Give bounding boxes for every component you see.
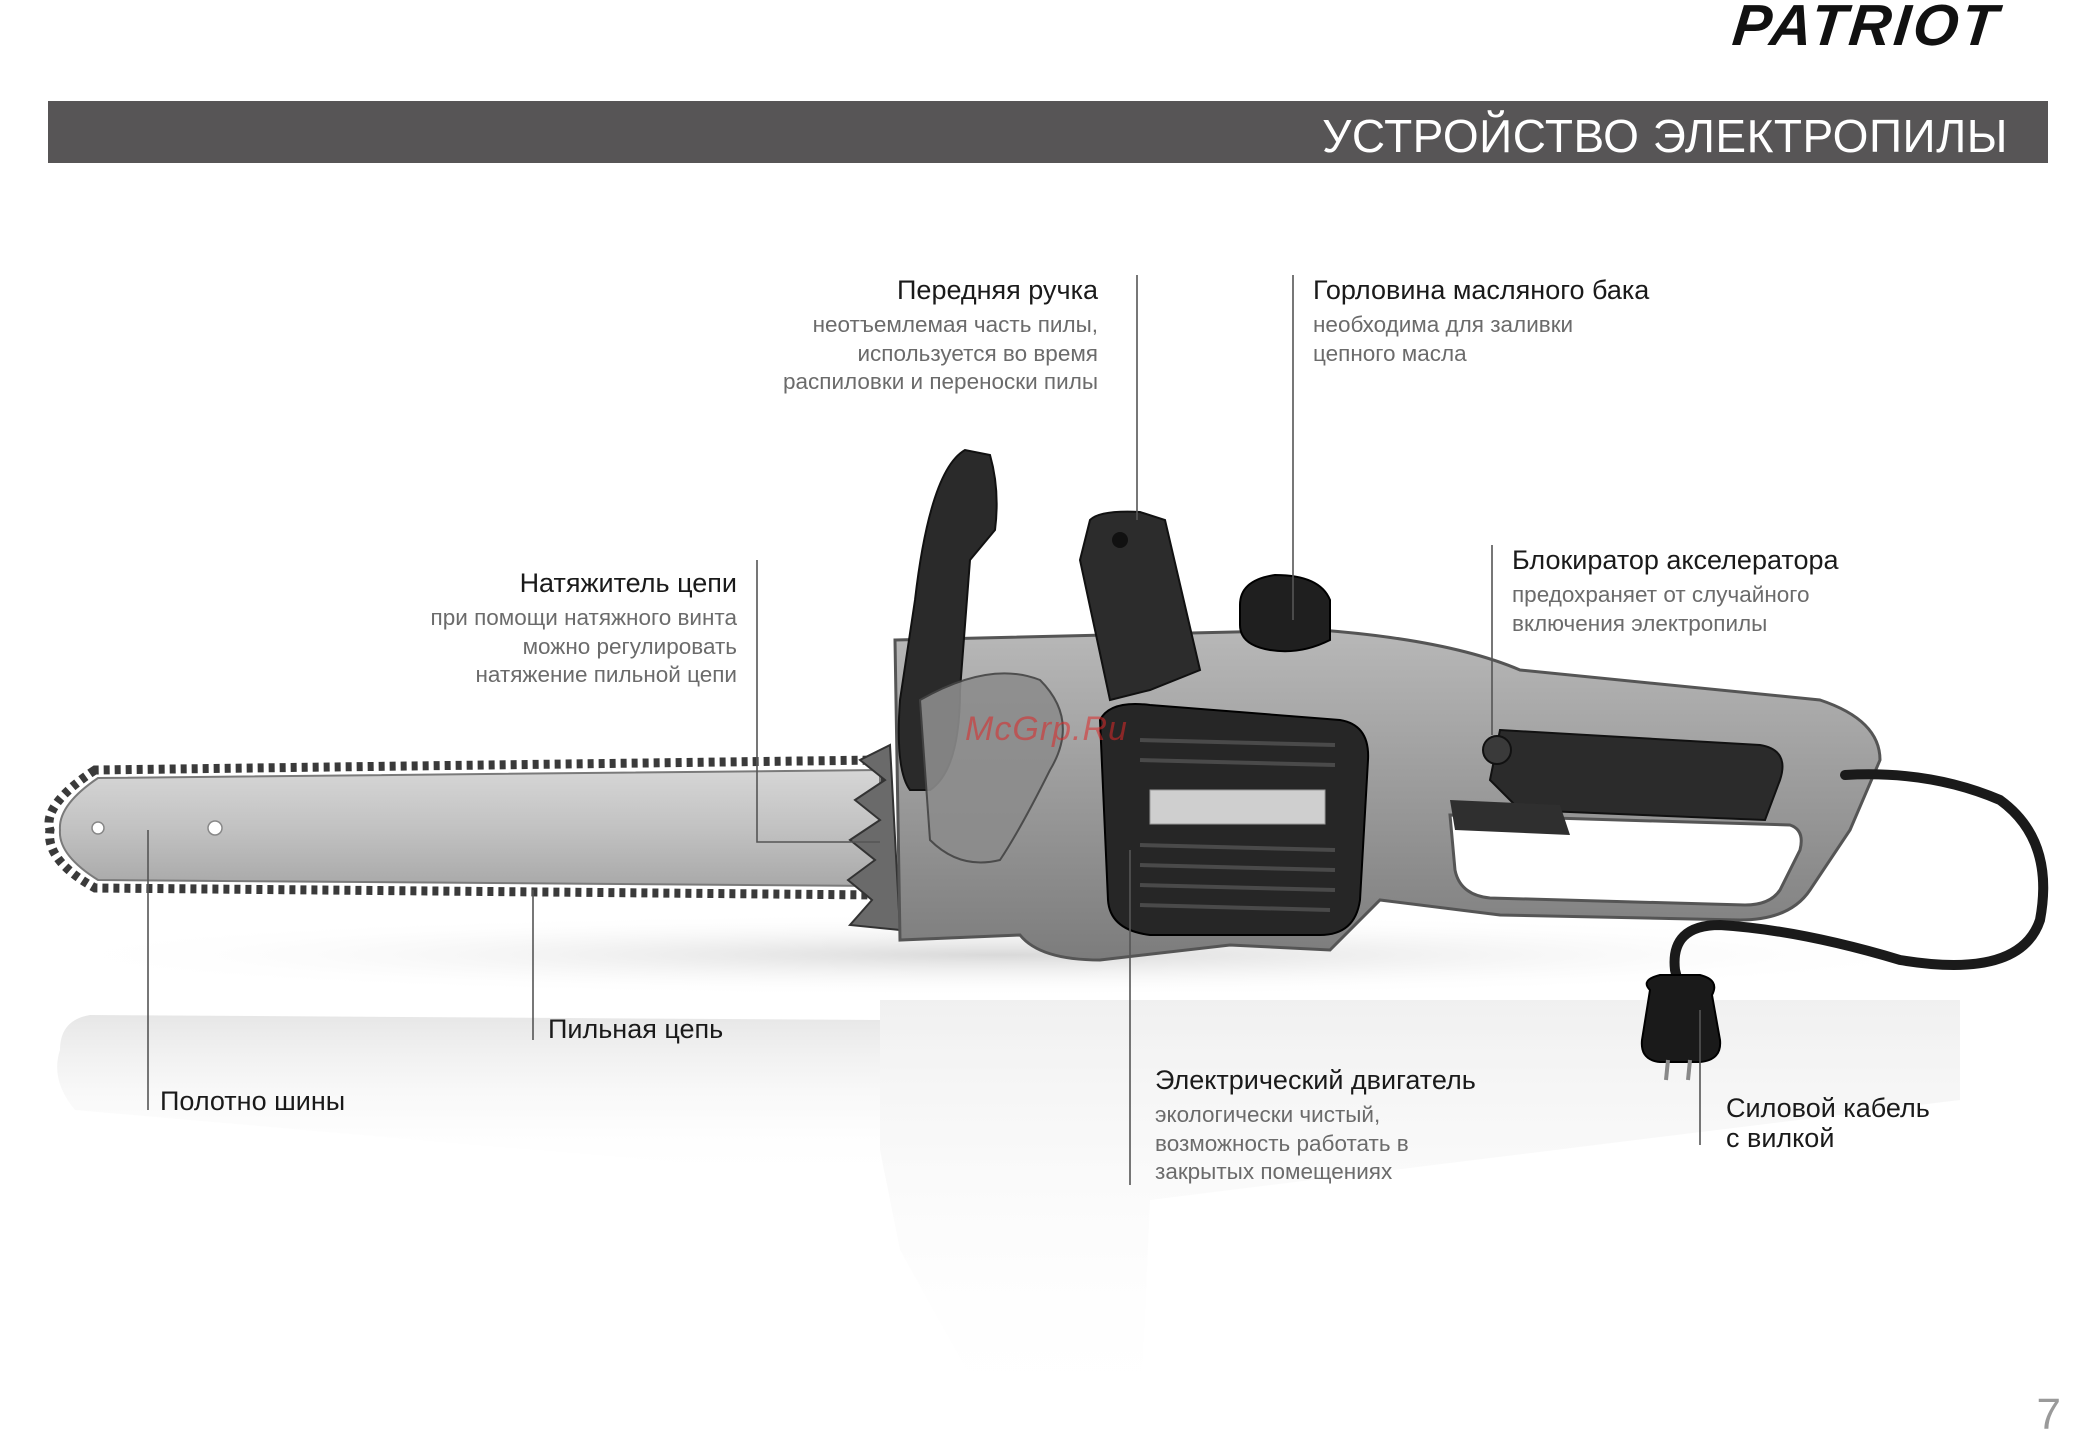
floor-shadow xyxy=(20,913,1980,997)
leader-lines xyxy=(147,275,1701,1185)
side-cover xyxy=(918,672,1064,864)
page-number: 7 xyxy=(2036,1390,2061,1439)
title-bar: УСТРОЙСТВО ЭЛЕКТРОПИЛЫ xyxy=(48,101,2048,163)
callout-heading: Блокиратор акселератора xyxy=(1512,545,1839,575)
body-reflection xyxy=(880,1000,1960,1430)
callout-guide-bar: Полотно шины xyxy=(160,1086,345,1116)
label-plate xyxy=(1149,789,1326,825)
callout-electric-motor: Электрический двигатель экологически чис… xyxy=(1155,1065,1476,1187)
callout-description: при помощи натяжного винта можно регулир… xyxy=(430,605,737,687)
motor-vents xyxy=(1139,738,1336,912)
front-handle xyxy=(1078,510,1202,702)
page-title: УСТРОЙСТВО ЭЛЕКТРОПИЛЫ xyxy=(1322,110,2008,162)
saw-chain-outline xyxy=(44,755,885,900)
oil-tank-cap xyxy=(1239,573,1331,653)
power-cable xyxy=(1669,769,2049,995)
power-plug xyxy=(1640,974,1722,1063)
callout-heading: Силовой кабель с вилкой xyxy=(1726,1093,1930,1153)
callout-heading: Полотно шины xyxy=(160,1086,346,1116)
callout-throttle-lock: Блокиратор акселератора предохраняет от … xyxy=(1512,545,1839,638)
callout-description: необходима для заливки цепного масла xyxy=(1313,312,1574,366)
callout-front-handle: Передняя ручка неотъемлемая часть пилы, … xyxy=(783,275,1116,397)
callout-heading: Передняя ручка xyxy=(897,275,1098,305)
callout-heading: Горловина масляного бака xyxy=(1313,275,1650,305)
callout-description: неотъемлемая часть пилы, используется во… xyxy=(783,312,1098,394)
callout-oil-tank-neck: Горловина масляного бака необходима для … xyxy=(1313,275,1649,368)
callout-heading: Электрический двигатель xyxy=(1155,1065,1476,1095)
callout-power-cable: Силовой кабель с вилкой xyxy=(1726,1093,1930,1153)
throttle-lock-button xyxy=(1482,735,1512,765)
callout-heading: Пильная цепь xyxy=(548,1014,724,1044)
rear-handle-opening xyxy=(1448,813,1803,907)
watermark: McGrp.Ru xyxy=(965,710,1128,748)
trigger xyxy=(1450,800,1570,835)
callout-heading: Натяжитель цепи xyxy=(519,568,737,598)
rear-grip xyxy=(1488,728,1784,822)
bucking-spikes xyxy=(846,743,902,932)
bar-reflection xyxy=(57,1015,880,1180)
callout-chain-tensioner: Натяжитель цепи при помощи натяжного вин… xyxy=(431,568,737,690)
callout-description: экологически чистый, возможность работат… xyxy=(1155,1102,1409,1184)
callout-saw-chain: Пильная цепь xyxy=(548,1014,723,1044)
callout-description: предохраняет от случайного включения эле… xyxy=(1512,582,1810,636)
guide-bar xyxy=(58,768,881,888)
